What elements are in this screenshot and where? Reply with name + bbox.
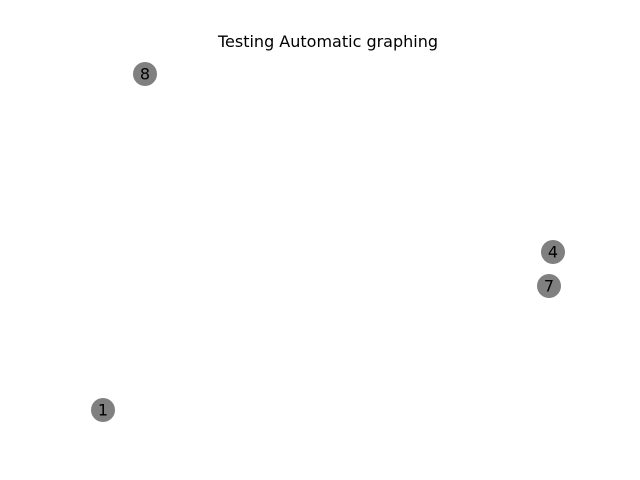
graph-node-7: 7 bbox=[537, 274, 561, 298]
figure-title: Testing Automatic graphing bbox=[217, 32, 439, 51]
node-circle bbox=[91, 398, 115, 422]
node-circle bbox=[133, 62, 157, 86]
node-label: 7 bbox=[544, 277, 554, 296]
node-circle bbox=[541, 240, 565, 264]
node-label: 8 bbox=[140, 65, 150, 84]
graph-node-8: 8 bbox=[133, 62, 157, 86]
node-circle bbox=[537, 274, 561, 298]
node-label: 1 bbox=[98, 401, 108, 420]
graph-node-1: 1 bbox=[91, 398, 115, 422]
node-label: 4 bbox=[548, 243, 558, 262]
graph-node-4: 4 bbox=[541, 240, 565, 264]
